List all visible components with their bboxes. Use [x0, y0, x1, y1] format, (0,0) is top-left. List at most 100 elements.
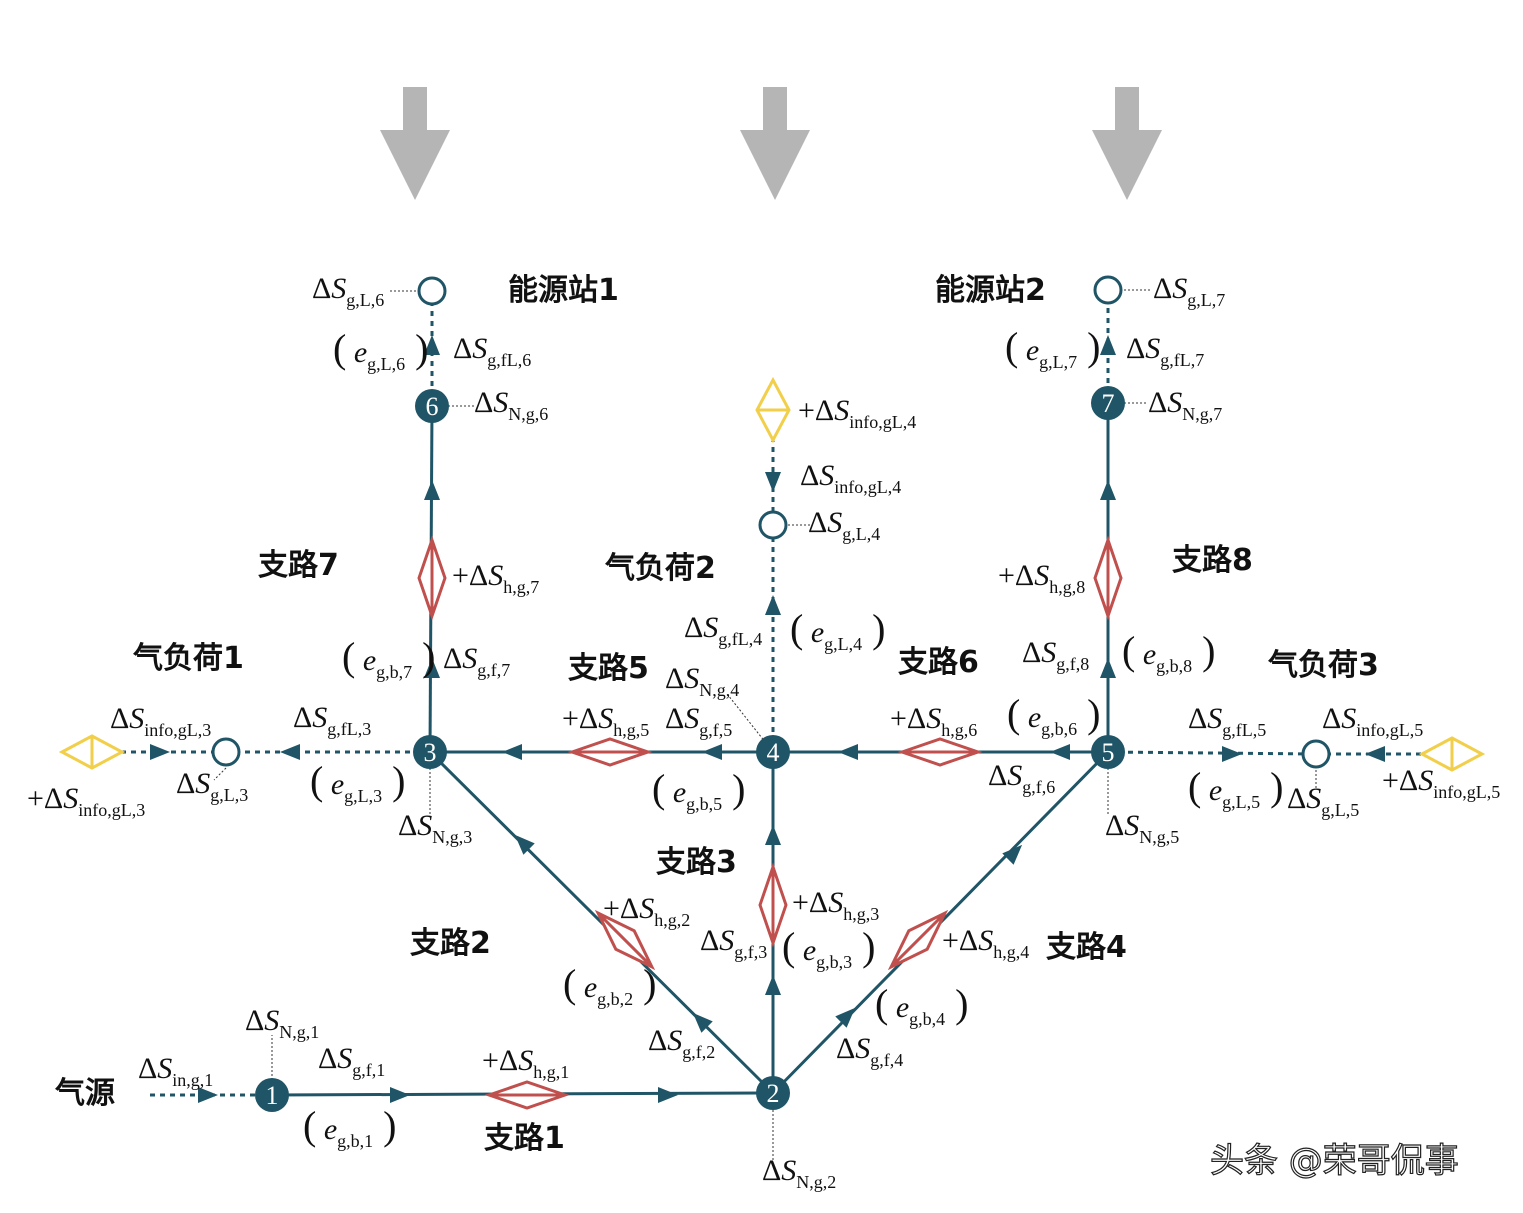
branch-diamond-icon — [484, 1080, 570, 1110]
math-label: +ΔSh,g,4 — [942, 924, 1029, 962]
arrow-icon — [424, 335, 440, 355]
section-title: 能源站2 — [935, 273, 1046, 308]
load-node — [211, 737, 241, 767]
arrow-icon — [1100, 480, 1116, 500]
arrow-icon — [424, 658, 440, 678]
arrow-icon — [1100, 658, 1116, 678]
math-label: ( eg,b,1 ) — [303, 1103, 396, 1151]
math-label: +ΔSh,g,8 — [998, 559, 1085, 597]
node-number: 3 — [424, 738, 437, 767]
math-label: +ΔSh,g,3 — [792, 886, 879, 924]
section-title: 气源 — [55, 1076, 115, 1111]
node-2 — [756, 1076, 790, 1110]
node-3 — [413, 735, 447, 769]
section-title: 支路5 — [568, 651, 649, 686]
section-title: 支路7 — [258, 548, 339, 583]
math-label: +ΔSinfo,gL,5 — [1382, 764, 1500, 802]
node-number: 1 — [266, 1081, 279, 1110]
arrow-icon — [1222, 746, 1242, 762]
node-6 — [415, 389, 449, 423]
math-label: ΔSg,L,6 — [312, 272, 384, 310]
arrow-icon — [1002, 844, 1023, 865]
math-label: ΔSg,L,5 — [1287, 782, 1359, 820]
arrow-icon — [198, 1087, 218, 1103]
math-label: ( eg,L,5 ) — [1188, 764, 1283, 812]
math-label: ( eg,b,6 ) — [1007, 691, 1100, 739]
load-node — [417, 276, 447, 306]
down-arrow-icon — [740, 87, 810, 200]
node-number: 7 — [1102, 389, 1115, 418]
section-title: 支路6 — [898, 645, 979, 680]
math-label: ΔSinfo,gL,4 — [800, 459, 901, 497]
math-label: ΔSg,f,4 — [836, 1032, 903, 1070]
arrow-icon — [765, 825, 781, 845]
math-label: +ΔSinfo,gL,4 — [798, 394, 916, 432]
arrow-icon — [280, 744, 300, 760]
arrow-icon — [765, 975, 781, 995]
node-4 — [756, 735, 790, 769]
load-node — [1093, 275, 1123, 305]
arrow-icon — [150, 744, 170, 760]
math-label: ΔSN,g,2 — [762, 1154, 836, 1192]
info-diamond-icon — [1418, 736, 1486, 772]
node-7 — [1091, 386, 1125, 420]
math-label: ( eg,L,4 ) — [790, 606, 885, 654]
math-label: ( eg,L,6 ) — [333, 326, 428, 374]
math-label: ΔSN,g,5 — [1105, 809, 1179, 847]
math-label: ( eg,b,7 ) — [342, 634, 435, 682]
down-arrow-icon — [380, 87, 450, 200]
node-number: 6 — [426, 392, 439, 421]
math-label: ( eg,L,3 ) — [310, 758, 405, 806]
node-number: 2 — [767, 1079, 780, 1108]
load-node — [1301, 739, 1331, 769]
math-label: ΔSN,g,7 — [1148, 386, 1222, 424]
arrow-icon — [502, 744, 522, 760]
arrow-icon — [838, 744, 858, 760]
math-label: ΔSg,f,1 — [318, 1042, 385, 1080]
math-label: ΔSinfo,gL,3 — [110, 702, 211, 740]
section-title: 气负荷2 — [605, 551, 716, 586]
dashed-link — [1107, 750, 1317, 756]
info-diamond-icon — [755, 376, 791, 444]
section-title: 气负荷3 — [1268, 648, 1379, 683]
math-label: ΔSg,f,7 — [443, 642, 510, 680]
section-title: 气负荷1 — [133, 641, 244, 676]
load-node — [758, 510, 788, 540]
down-arrow-icon — [1092, 87, 1162, 200]
math-label: +ΔSh,g,7 — [452, 559, 539, 597]
branch-diamond-icon — [1093, 535, 1123, 621]
section-title: 支路3 — [656, 845, 737, 880]
math-label: ΔSg,L,3 — [176, 767, 248, 805]
math-label: ( eg,b,2 ) — [563, 961, 656, 1009]
math-label: ΔSg,fL,3 — [293, 701, 371, 739]
arrow-icon — [765, 472, 781, 492]
math-label: ΔSg,f,2 — [648, 1024, 715, 1062]
branch-diamond-icon — [897, 737, 983, 767]
math-label: ΔSg,f,3 — [700, 924, 767, 962]
branch-elements — [58, 376, 1486, 1110]
math-label: ΔSg,f,8 — [1022, 636, 1089, 674]
section-title: 支路1 — [484, 1121, 565, 1156]
math-label: ( eg,b,4 ) — [875, 981, 968, 1029]
leader-lines — [213, 289, 1317, 1160]
branch-diamond-icon — [594, 909, 656, 971]
math-label: ΔSg,L,7 — [1153, 272, 1225, 310]
math-label: +ΔSh,g,5 — [562, 702, 649, 740]
math-label: ΔSinfo,gL,5 — [1322, 702, 1423, 740]
math-label: +ΔSh,g,2 — [603, 892, 690, 930]
branch-diamond-icon — [758, 862, 788, 948]
leader-line — [213, 767, 227, 781]
math-label: ΔSg,f,5 — [665, 702, 732, 740]
section-title: 支路4 — [1046, 930, 1127, 965]
arrow-icon — [702, 744, 722, 760]
math-label: ΔSg,fL,4 — [684, 611, 762, 649]
math-label: ( eg,b,8 ) — [1122, 628, 1215, 676]
arrow-icon — [1365, 746, 1385, 762]
direction-arrows — [150, 335, 1385, 1103]
branch-diamond-icon — [887, 909, 949, 971]
arrow-icon — [765, 595, 781, 615]
